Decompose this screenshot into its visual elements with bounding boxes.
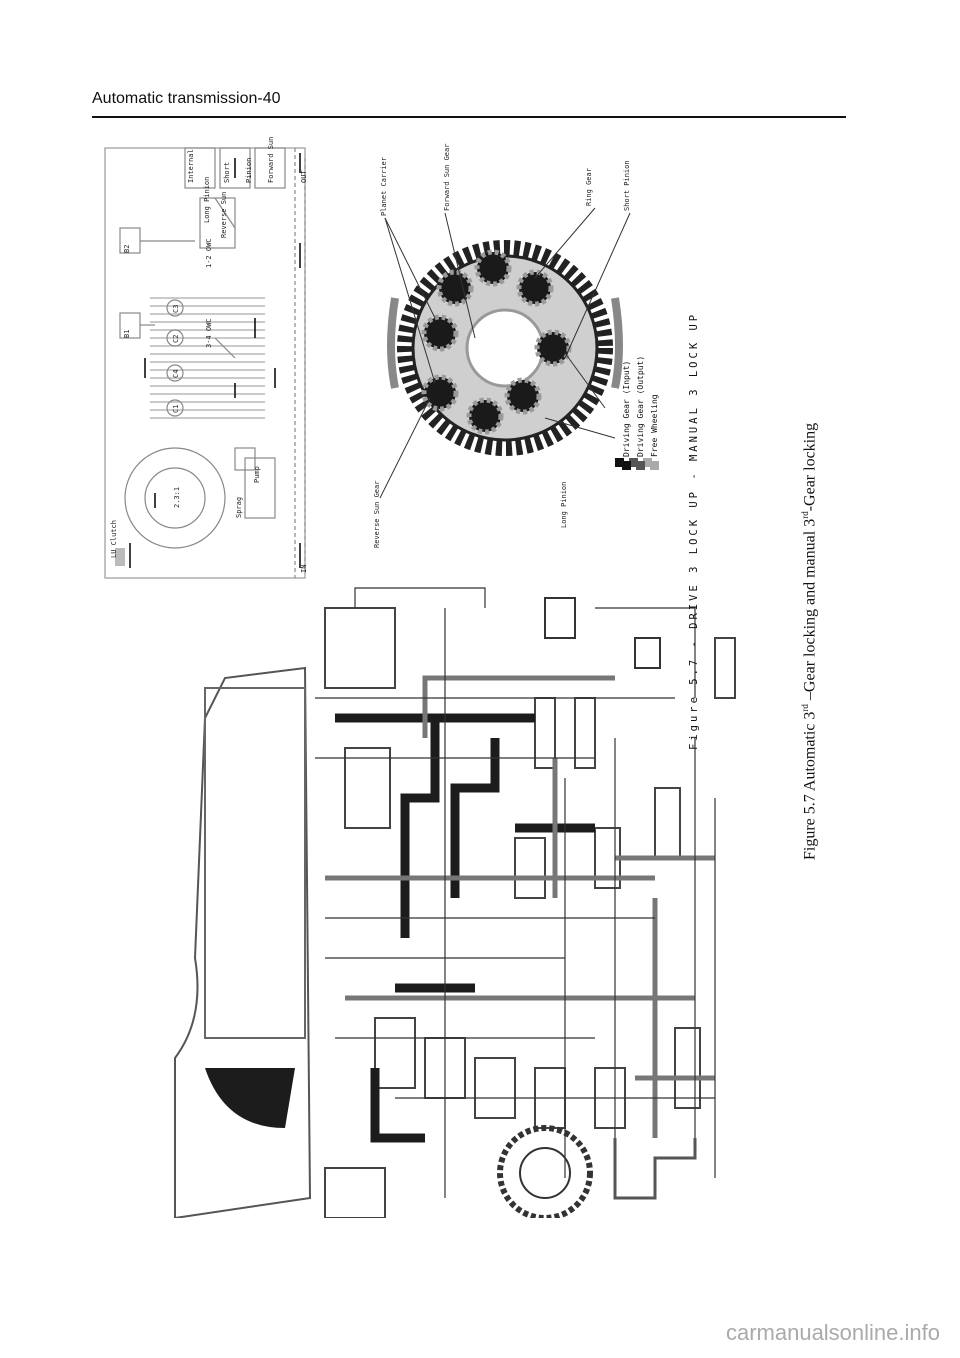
schematic-label-c1: C1 bbox=[172, 404, 180, 413]
figure-caption: Figure 5.7 Automatic 3rd –Gear locking a… bbox=[800, 423, 819, 860]
legend-swatch-output bbox=[636, 461, 645, 470]
schematic-label-c4: C4 bbox=[172, 369, 180, 378]
schematic-label-owc-3-4: 3-4 OWC bbox=[205, 318, 213, 348]
page-header-title: Automatic transmission-40 bbox=[92, 90, 281, 107]
schematic-label-short: Short bbox=[223, 161, 231, 183]
hydraulic-circuit bbox=[174, 587, 736, 1221]
header-rule bbox=[92, 116, 846, 118]
schematic-label-c3: C3 bbox=[172, 304, 180, 313]
figure-title: Figure 5.7 - DRIVE 3 LOCK UP - MANUAL 3 … bbox=[688, 311, 700, 750]
gear-label-reverse-sun: Reverse Sun Gear bbox=[373, 480, 381, 548]
caption-middle: –Gear locking and manual 3 bbox=[801, 518, 819, 705]
footer-watermark: carmanualsonline.info bbox=[725, 1320, 940, 1345]
schematic-label-stator-ratio: 2.3:1 bbox=[173, 486, 181, 508]
schematic-label-c2: C2 bbox=[172, 334, 180, 343]
gear-label-forward-sun: Forward Sun Gear bbox=[443, 143, 451, 211]
schematic-label-sprag: Sprag bbox=[235, 496, 243, 518]
caption-sup-1: rd bbox=[800, 704, 810, 712]
gear-label-ring-gear: Ring Gear bbox=[585, 168, 593, 206]
gear-label-long-pinion: Long Pinion bbox=[560, 481, 568, 528]
schematic-label-out: OUT bbox=[300, 170, 308, 183]
legend-label-free-wheeling: Free Wheeling bbox=[650, 394, 659, 457]
schematic-label-pinion: Pinion bbox=[245, 157, 253, 183]
legend-swatch-input bbox=[622, 461, 631, 470]
transmission-diagram: Planet Carrier Forward Sun Gear Ring Gea… bbox=[95, 136, 855, 1221]
gearset-drawing bbox=[379, 207, 652, 499]
schematic-label-lu-clutch: LU Clutch bbox=[110, 520, 118, 558]
caption-suffix: -Gear locking bbox=[801, 422, 819, 512]
schematic-label-reverse-sun: Reverse Sun bbox=[220, 191, 228, 238]
gear-label-short-pinion: Short Pinion bbox=[623, 160, 631, 211]
gear-label-planet-carrier: Planet Carrier bbox=[380, 156, 388, 216]
legend-item-output: Driving Gear (Output) bbox=[636, 356, 645, 470]
caption-prefix: Figure 5.7 Automatic 3 bbox=[801, 711, 819, 860]
schematic-label-long-pinion: Long Pinion bbox=[203, 176, 211, 223]
schematic-label-forward-sun: Forward Sun bbox=[267, 136, 275, 183]
schematic-label-pump: Pump bbox=[253, 466, 261, 483]
diagram-svg bbox=[104, 147, 736, 1221]
legend-label-input: Driving Gear (Input) bbox=[622, 360, 631, 457]
legend-item-free-wheeling: Free Wheeling bbox=[650, 394, 659, 470]
caption-sup-2: rd bbox=[800, 511, 810, 519]
legend-swatch-free-wheeling bbox=[650, 461, 659, 470]
schematic-label-b1: B1 bbox=[123, 329, 131, 338]
schematic-label-owc-1-2: 1-2 OWC bbox=[205, 238, 213, 268]
legend-item-input: Driving Gear (Input) bbox=[622, 361, 631, 470]
legend-label-output: Driving Gear (Output) bbox=[636, 355, 645, 457]
schematic-label-b2: B2 bbox=[123, 244, 131, 253]
powerflow-schematic bbox=[104, 147, 306, 579]
schematic-label-in: IN bbox=[300, 564, 308, 573]
schematic-label-internal: Internal bbox=[187, 149, 195, 183]
